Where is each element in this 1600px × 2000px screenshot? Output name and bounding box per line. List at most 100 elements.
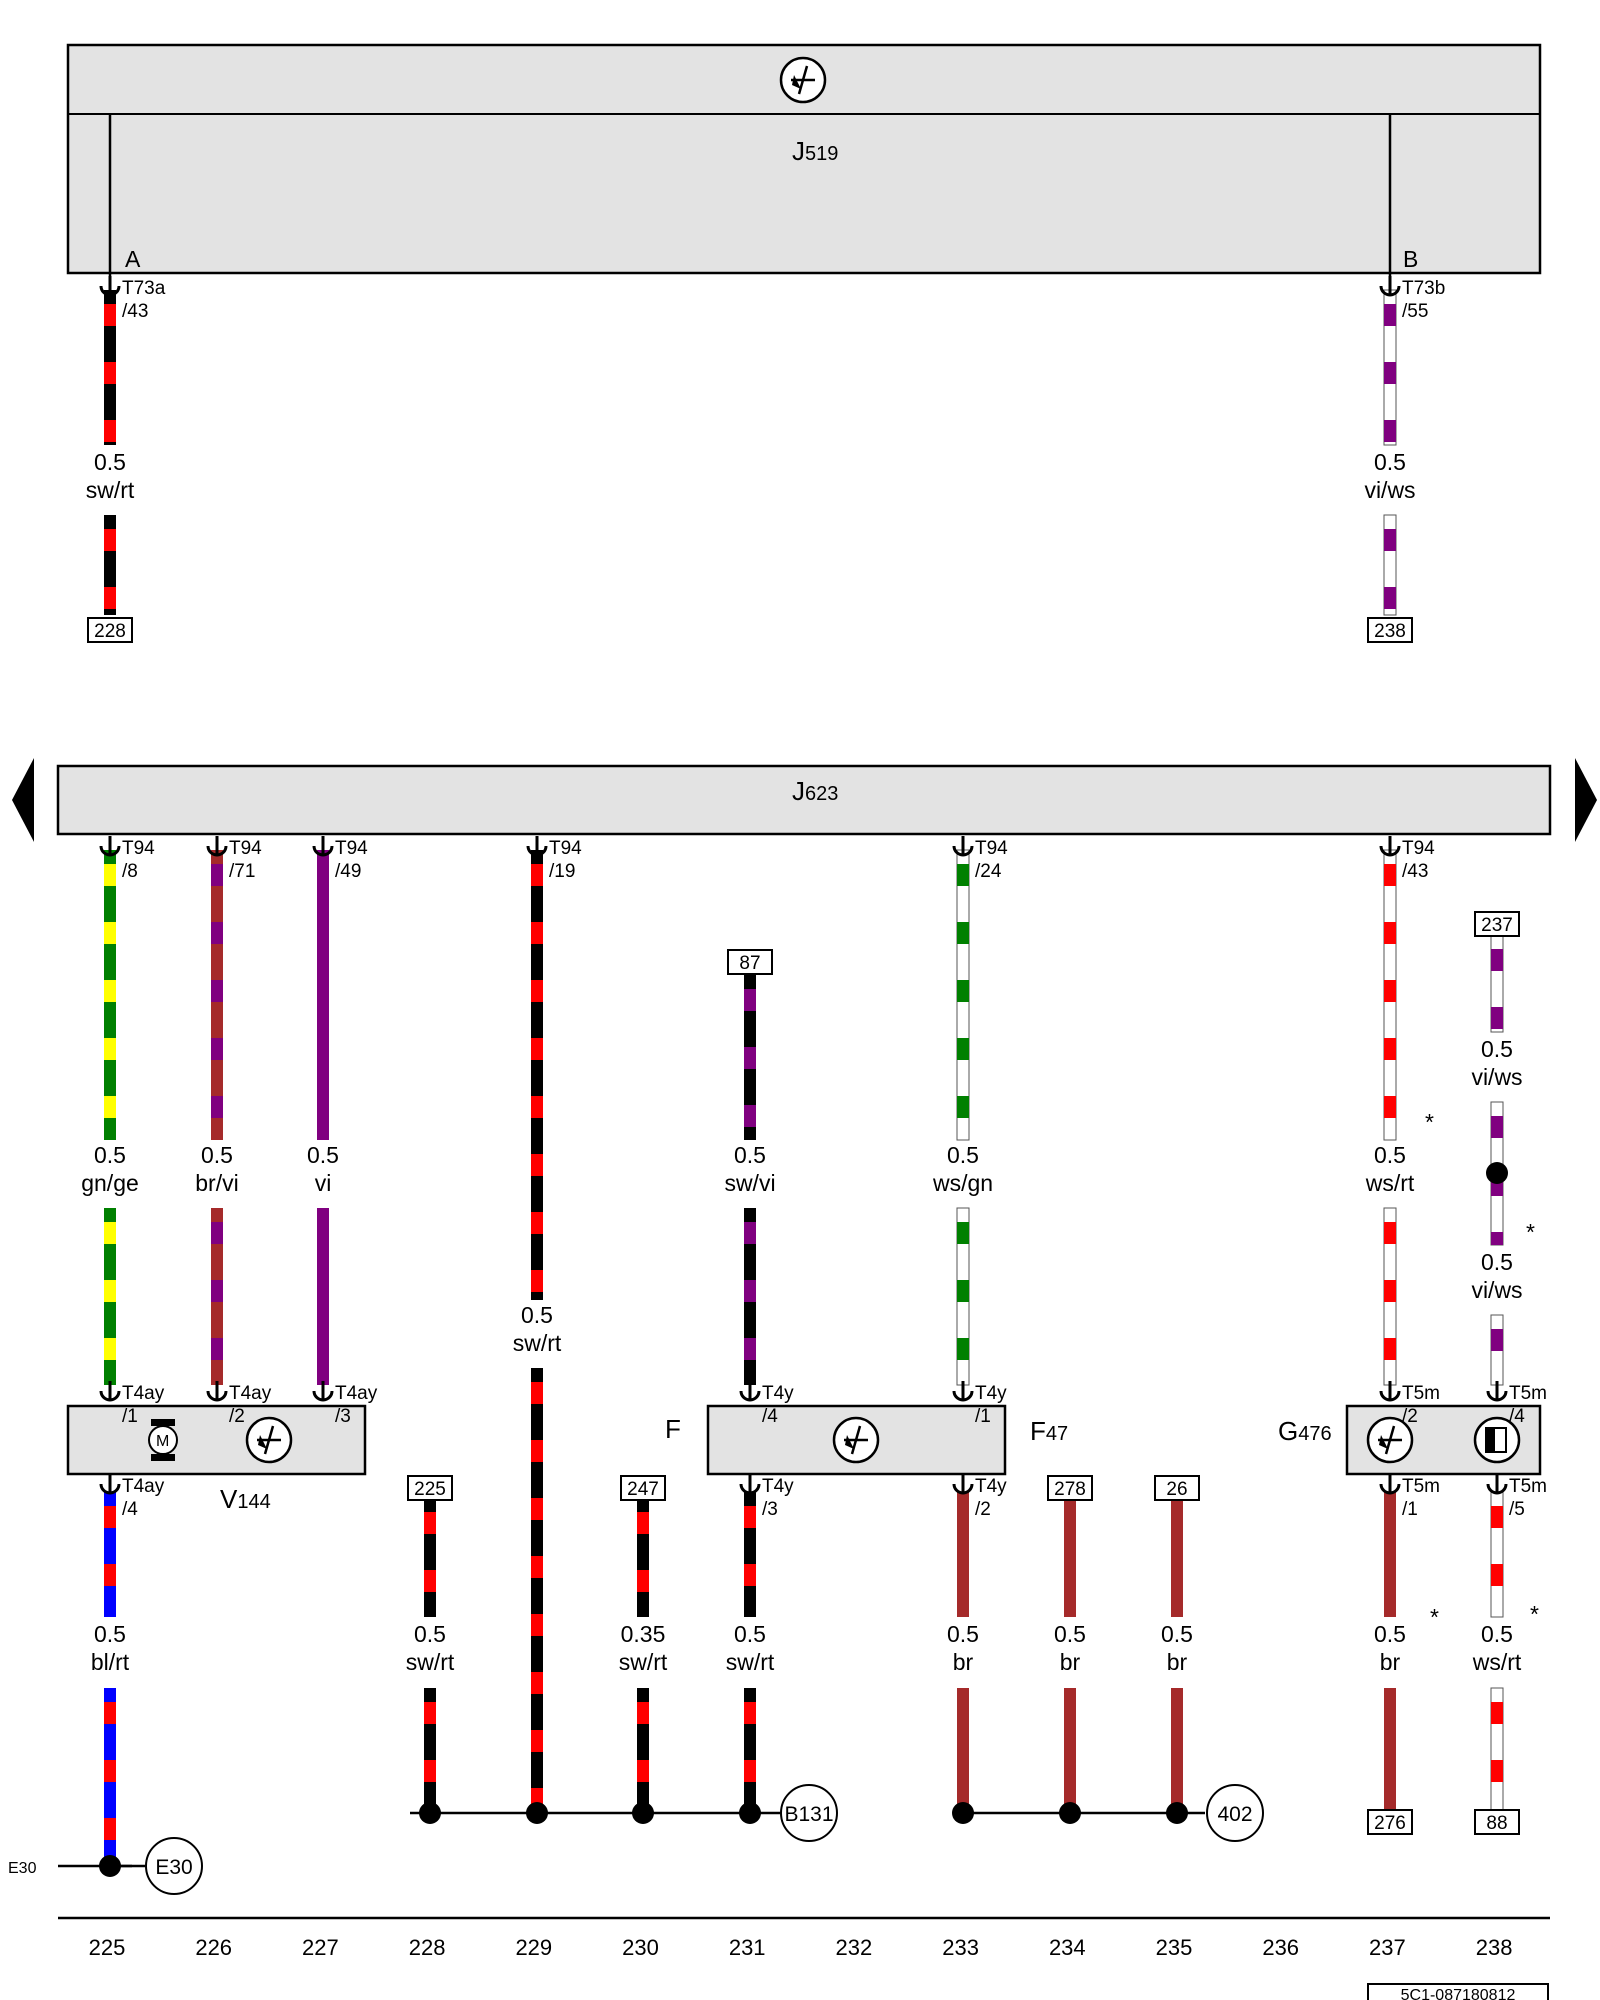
wire-stripe	[531, 1154, 543, 1176]
wire-stripe	[104, 1222, 116, 1244]
wire-stripe	[1384, 587, 1396, 609]
connector-name: T73b	[1402, 278, 1445, 299]
module-j519-name: J	[792, 136, 805, 166]
column-number: 229	[515, 1935, 552, 1960]
connector-pin-icon	[99, 1474, 121, 1495]
wire-stripe	[531, 1096, 543, 1118]
wire-stripe	[104, 922, 116, 944]
connector-pin-number: /49	[335, 861, 361, 882]
wire-color-label: br	[953, 1649, 974, 1675]
wire-stripe	[957, 864, 969, 886]
arrow-left-icon	[12, 758, 34, 842]
wire-size-label: 0.5	[1374, 1621, 1406, 1647]
wire-core	[1064, 1498, 1076, 1617]
wire-stripe	[211, 922, 223, 944]
wire-stripe	[531, 980, 543, 1002]
wire-color-label: vi/ws	[1364, 477, 1415, 503]
reference-number: 237	[1481, 915, 1513, 936]
wire-segment	[104, 1492, 116, 1617]
wire-color-label: vi/ws	[1471, 1064, 1522, 1090]
connector-pin-number: /24	[975, 861, 1002, 882]
wire-stripe	[744, 1564, 756, 1586]
wire-stripe	[424, 1570, 436, 1592]
reference-box: 88	[1474, 1809, 1520, 1835]
wire-stripe	[1384, 980, 1396, 1002]
wire-stripe	[1491, 1116, 1503, 1138]
wire-segment	[1064, 1498, 1076, 1617]
wire-color-label: sw/rt	[619, 1649, 668, 1675]
wire-segment	[104, 290, 116, 445]
connector-pin-number: /3	[762, 1499, 778, 1520]
wire-segment	[1490, 1687, 1504, 1813]
wire-stripe	[637, 1702, 649, 1724]
wire-stripe	[104, 1564, 116, 1586]
connector-pin-number: /2	[1402, 1406, 1418, 1427]
wire-segment	[424, 1688, 436, 1813]
connector-name: T94	[335, 838, 368, 859]
wire-color-label: vi/ws	[1471, 1277, 1522, 1303]
ground-e30-label: E30	[155, 1856, 192, 1879]
wire-segment	[1490, 1314, 1504, 1386]
wire-color-label: ws/rt	[1365, 1170, 1415, 1196]
connector-pin-icon	[312, 1381, 334, 1402]
component-g476-sub: 476	[1298, 1423, 1331, 1445]
wire-segment	[957, 1688, 969, 1813]
wire-stripe	[957, 1338, 969, 1360]
connector-pin-number: /71	[229, 861, 255, 882]
wire-size-label: 0.5	[1161, 1621, 1193, 1647]
wire-color-label: br	[1167, 1649, 1188, 1675]
connector-pin-icon	[312, 836, 334, 857]
wire-stripe	[1491, 1760, 1503, 1782]
wire-core	[1384, 1688, 1396, 1812]
component-f47-sub: 47	[1046, 1423, 1068, 1445]
connector-name: T4y	[762, 1476, 794, 1497]
wire-segment	[424, 1498, 436, 1617]
wire-stripe	[211, 864, 223, 886]
wire-stripe	[104, 1506, 116, 1528]
bus-lines	[58, 1162, 1508, 1877]
wire-stripe	[531, 922, 543, 944]
wire-segment	[104, 850, 116, 1140]
wire-stripe	[1384, 1096, 1396, 1118]
wire-size-label: 0.5	[734, 1621, 766, 1647]
wire-segment	[531, 850, 543, 1300]
wire-color-label: gn/ge	[81, 1170, 139, 1196]
asterisk-note: *	[1530, 1601, 1539, 1627]
wire-size-label: 0.5	[947, 1621, 979, 1647]
connector-name: T4y	[975, 1383, 1007, 1404]
wire-stripe	[211, 1096, 223, 1118]
wire-size-label: 0.5	[414, 1621, 446, 1647]
wire-color-label: sw/rt	[513, 1330, 562, 1356]
connector-name: T5m	[1509, 1476, 1547, 1497]
wire-segment	[104, 1208, 116, 1385]
wire-color-label: sw/rt	[726, 1649, 775, 1675]
wire-color-label: sw/rt	[406, 1649, 455, 1675]
wire-stripe	[424, 1512, 436, 1534]
wire-color-label: br/vi	[195, 1170, 238, 1196]
wire-segment	[744, 1492, 756, 1617]
wire-stripe	[1491, 1702, 1503, 1724]
connector-pin-number: /19	[549, 861, 575, 882]
reference-box: 276	[1367, 1809, 1413, 1835]
wire-color-label: ws/gn	[932, 1170, 993, 1196]
wire-segment	[317, 850, 329, 1140]
wire-color-label: br	[1060, 1649, 1081, 1675]
wire-color-label: bl/rt	[91, 1649, 130, 1675]
motor-icon: M	[148, 1419, 178, 1461]
ground-e30: E30 E30	[8, 1837, 203, 1895]
connector-pin-icon	[1486, 1474, 1508, 1495]
wire-stripe	[211, 1338, 223, 1360]
wire-size-label: 0.5	[1481, 1036, 1513, 1062]
connector-pin-icon	[739, 1474, 761, 1495]
reference-box: 247	[620, 1475, 666, 1501]
connector-name: T94	[122, 838, 155, 859]
wire-stripe	[104, 529, 116, 551]
wire-segment	[744, 1208, 756, 1385]
connector-name: T73a	[122, 278, 166, 299]
connector-pin-icon	[1379, 1474, 1401, 1495]
connector-name: T4ay	[122, 1476, 165, 1497]
connector-name: T4y	[975, 1476, 1007, 1497]
wire-stripe	[744, 1506, 756, 1528]
module-j519: J519 A B	[66, 43, 1542, 280]
reference-number: 247	[627, 1479, 659, 1500]
